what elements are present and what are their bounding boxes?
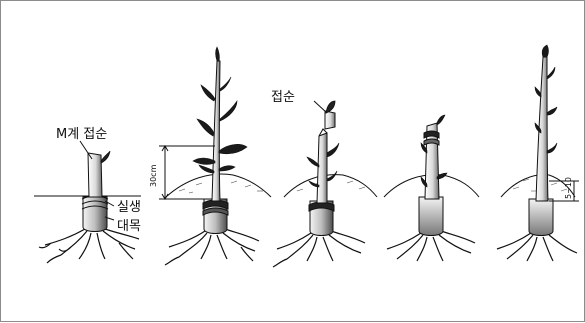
stage-4-regrowth: [384, 115, 479, 261]
height-indicator: [159, 146, 215, 199]
label-m-scion: M계 접순: [56, 127, 107, 142]
stage-2-grown-shoot: [165, 47, 271, 265]
roots: [497, 233, 577, 261]
roots: [39, 229, 139, 263]
label-seedling: 실생: [117, 200, 141, 215]
label-scion: 접순: [271, 90, 295, 105]
roots: [165, 229, 259, 265]
scion-cutting: [325, 111, 335, 129]
stage-3-cut-scion: [273, 101, 377, 267]
label-rootstock: 대목: [117, 219, 141, 234]
label-height: 30cm: [149, 164, 158, 187]
pointer-scion: [314, 101, 327, 113]
label-depth: 5~10: [564, 177, 573, 199]
roots: [273, 231, 365, 267]
stage-5-mounded: [497, 45, 577, 261]
pointer-m-scion: [80, 141, 92, 159]
